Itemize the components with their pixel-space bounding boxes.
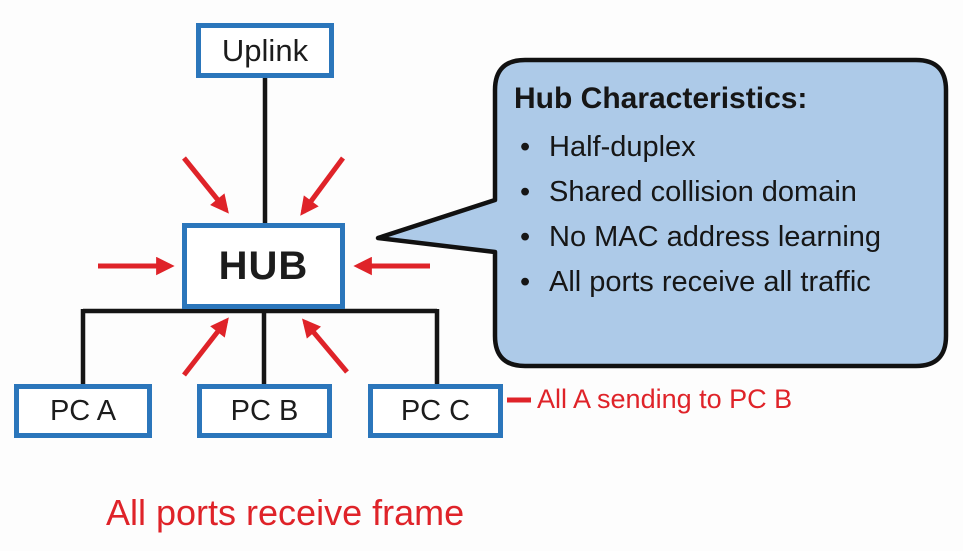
callout-content: Hub Characteristics: Half-duplex Shared … bbox=[514, 80, 928, 305]
callout-bullet: No MAC address learning bbox=[514, 215, 928, 260]
traffic-arrows bbox=[98, 156, 531, 403]
annotation-all-ports-receive-frame: All ports receive frame bbox=[106, 492, 465, 533]
arrow-top-right-icon bbox=[300, 156, 346, 216]
callout-bullet-list: Half-duplex Shared collision domain No M… bbox=[514, 125, 928, 305]
node-pc-a: PC A bbox=[14, 384, 152, 438]
node-uplink-label: Uplink bbox=[221, 32, 309, 68]
node-hub: HUB bbox=[182, 223, 345, 309]
callout-title: Hub Characteristics: bbox=[514, 82, 808, 115]
node-pc-a-label: PC A bbox=[49, 394, 117, 427]
arrow-bottom-left-icon bbox=[182, 317, 229, 377]
callout-bullet: All ports receive all traffic bbox=[514, 260, 928, 305]
node-pc-c: PC C bbox=[368, 384, 503, 438]
node-hub-label: HUB bbox=[218, 243, 309, 288]
node-pc-b: PC B bbox=[197, 384, 332, 438]
node-pc-c-label: PC C bbox=[400, 394, 471, 427]
node-uplink: Uplink bbox=[196, 23, 334, 78]
arrow-bottom-right-icon bbox=[302, 318, 349, 374]
callout-bullet: Half-duplex bbox=[514, 125, 928, 170]
connector-lines bbox=[80, 76, 440, 386]
callout-bullet: Shared collision domain bbox=[514, 170, 928, 215]
annotation-pc-c-sending: All A sending to PC B bbox=[537, 384, 793, 414]
node-pc-b-label: PC B bbox=[230, 394, 299, 427]
arrow-top-left-icon bbox=[182, 156, 229, 214]
